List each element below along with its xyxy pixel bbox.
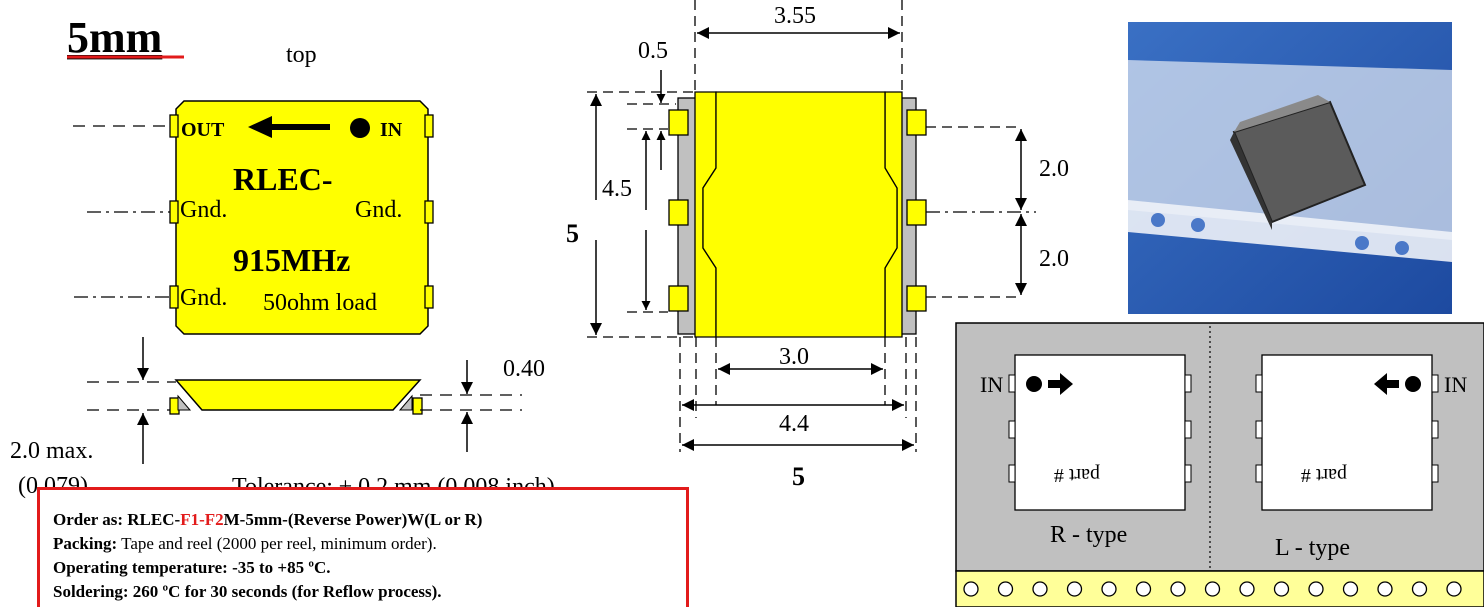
- top-view-package: [169, 100, 434, 335]
- page-title: 5mm: [67, 13, 162, 62]
- sprocket-hole: [1066, 581, 1083, 597]
- pin-pad: [668, 109, 689, 136]
- pin-pad: [169, 114, 179, 138]
- port-in-label: IN: [380, 119, 403, 141]
- in-label: IN: [980, 372, 1003, 397]
- top-view-label: top: [286, 42, 317, 68]
- height-max-label: 2.0 max.: [10, 438, 93, 464]
- top-view-extension-lines: [73, 125, 172, 298]
- port-out-label: OUT: [181, 119, 225, 141]
- sprocket-hole: [1342, 581, 1359, 597]
- pin-pad: [906, 285, 927, 312]
- temperature-line: Operating temperature: -35 to +85 ºC.: [53, 558, 331, 577]
- order-line: Order as: RLEC-F1-F2M-5mm-(Reverse Power…: [53, 510, 482, 530]
- packing-label: Packing:: [53, 534, 118, 553]
- pin1-dot-icon: [1405, 376, 1421, 392]
- spec-box: Order as: RLEC-F1-F2M-5mm-(Reverse Power…: [37, 487, 689, 607]
- dim-inner-width: 3.0: [779, 344, 809, 370]
- frequency-label: 915MHz: [233, 242, 350, 278]
- order-dash: -: [199, 510, 205, 529]
- sprocket-hole: [1273, 581, 1290, 597]
- dim-pitch-lower: 2.0: [1039, 246, 1069, 272]
- dim-pad-width: 4.4: [779, 411, 809, 437]
- sprocket-hole: [1032, 581, 1048, 597]
- sprocket-hole: [1446, 581, 1462, 597]
- packing-line: Packing: Tape and reel (2000 per reel, m…: [53, 534, 437, 554]
- part-number-label: part #: [1301, 464, 1347, 486]
- pin-pad: [424, 200, 434, 224]
- sprocket-hole: [1204, 581, 1221, 597]
- pin-pad: [169, 200, 179, 224]
- model-label: RLEC-: [233, 161, 333, 197]
- dim-total-width: 5: [792, 462, 805, 491]
- soldering-line: Soldering: 260 ºC for 30 seconds (for Re…: [53, 582, 442, 601]
- in-label: IN: [1444, 372, 1467, 397]
- footprint-view: [668, 91, 927, 338]
- sprocket-hole: [963, 581, 979, 597]
- gnd-label: Gnd.: [355, 197, 402, 223]
- reel-diagram: IN part # IN part # R - type L - type: [955, 322, 1484, 607]
- pin-pad: [424, 114, 434, 138]
- l-type-label: L - type: [1275, 535, 1350, 561]
- pin1-dot-icon: [1026, 376, 1042, 392]
- r-type-chip: [1014, 354, 1186, 511]
- sprocket-hole: [1308, 581, 1324, 597]
- gnd-label: Gnd.: [180, 285, 227, 311]
- pin1-dot-icon: [350, 118, 370, 138]
- thickness-label: 0.40: [503, 356, 545, 382]
- gnd-label: Gnd.: [180, 197, 227, 223]
- sprocket-hole: [1135, 581, 1152, 597]
- order-f2: F2: [204, 510, 224, 529]
- sprocket-hole: [1170, 581, 1186, 597]
- arrow-left-icon: [1374, 373, 1399, 395]
- dim-pitch-upper: 2.0: [1039, 156, 1069, 182]
- footprint-dimension-lines: [587, 0, 1036, 452]
- packing-text: Tape and reel (2000 per reel, minimum or…: [117, 534, 437, 553]
- dim-offset: 0.5: [638, 38, 668, 64]
- r-type-label: R - type: [1050, 522, 1127, 548]
- side-view: [87, 337, 522, 464]
- sprocket-holes: [963, 581, 1462, 597]
- sprocket-hole: [1239, 581, 1255, 597]
- order-f1: F1: [180, 510, 200, 529]
- dim-pin-span: 4.5: [602, 176, 632, 202]
- part-number-label: part #: [1054, 464, 1100, 486]
- dim-top-width: 3.55: [774, 3, 816, 29]
- dim-body-height: 5: [566, 219, 579, 248]
- arrow-right-icon: [1048, 373, 1073, 395]
- sprocket-hole: [997, 581, 1014, 597]
- pin-pad: [668, 285, 689, 312]
- l-type-chip: [1261, 354, 1433, 511]
- sprocket-hole: [1377, 581, 1393, 597]
- pin-pad: [906, 109, 927, 136]
- order-suffix: M-5mm-(Reverse Power)W(L or R): [223, 510, 483, 529]
- pin-pad: [668, 199, 689, 226]
- product-photo: [1128, 22, 1452, 314]
- pin-pad: [169, 285, 179, 309]
- footprint-dimension-arrows: [590, 27, 1027, 451]
- direction-arrow-icon: [248, 116, 330, 138]
- load-label: 50ohm load: [263, 290, 377, 316]
- pin-pad: [906, 199, 927, 226]
- order-prefix: Order as: RLEC-: [53, 510, 181, 529]
- sprocket-hole: [1411, 581, 1428, 597]
- sprocket-hole: [1101, 581, 1117, 597]
- pin-pad: [424, 285, 434, 309]
